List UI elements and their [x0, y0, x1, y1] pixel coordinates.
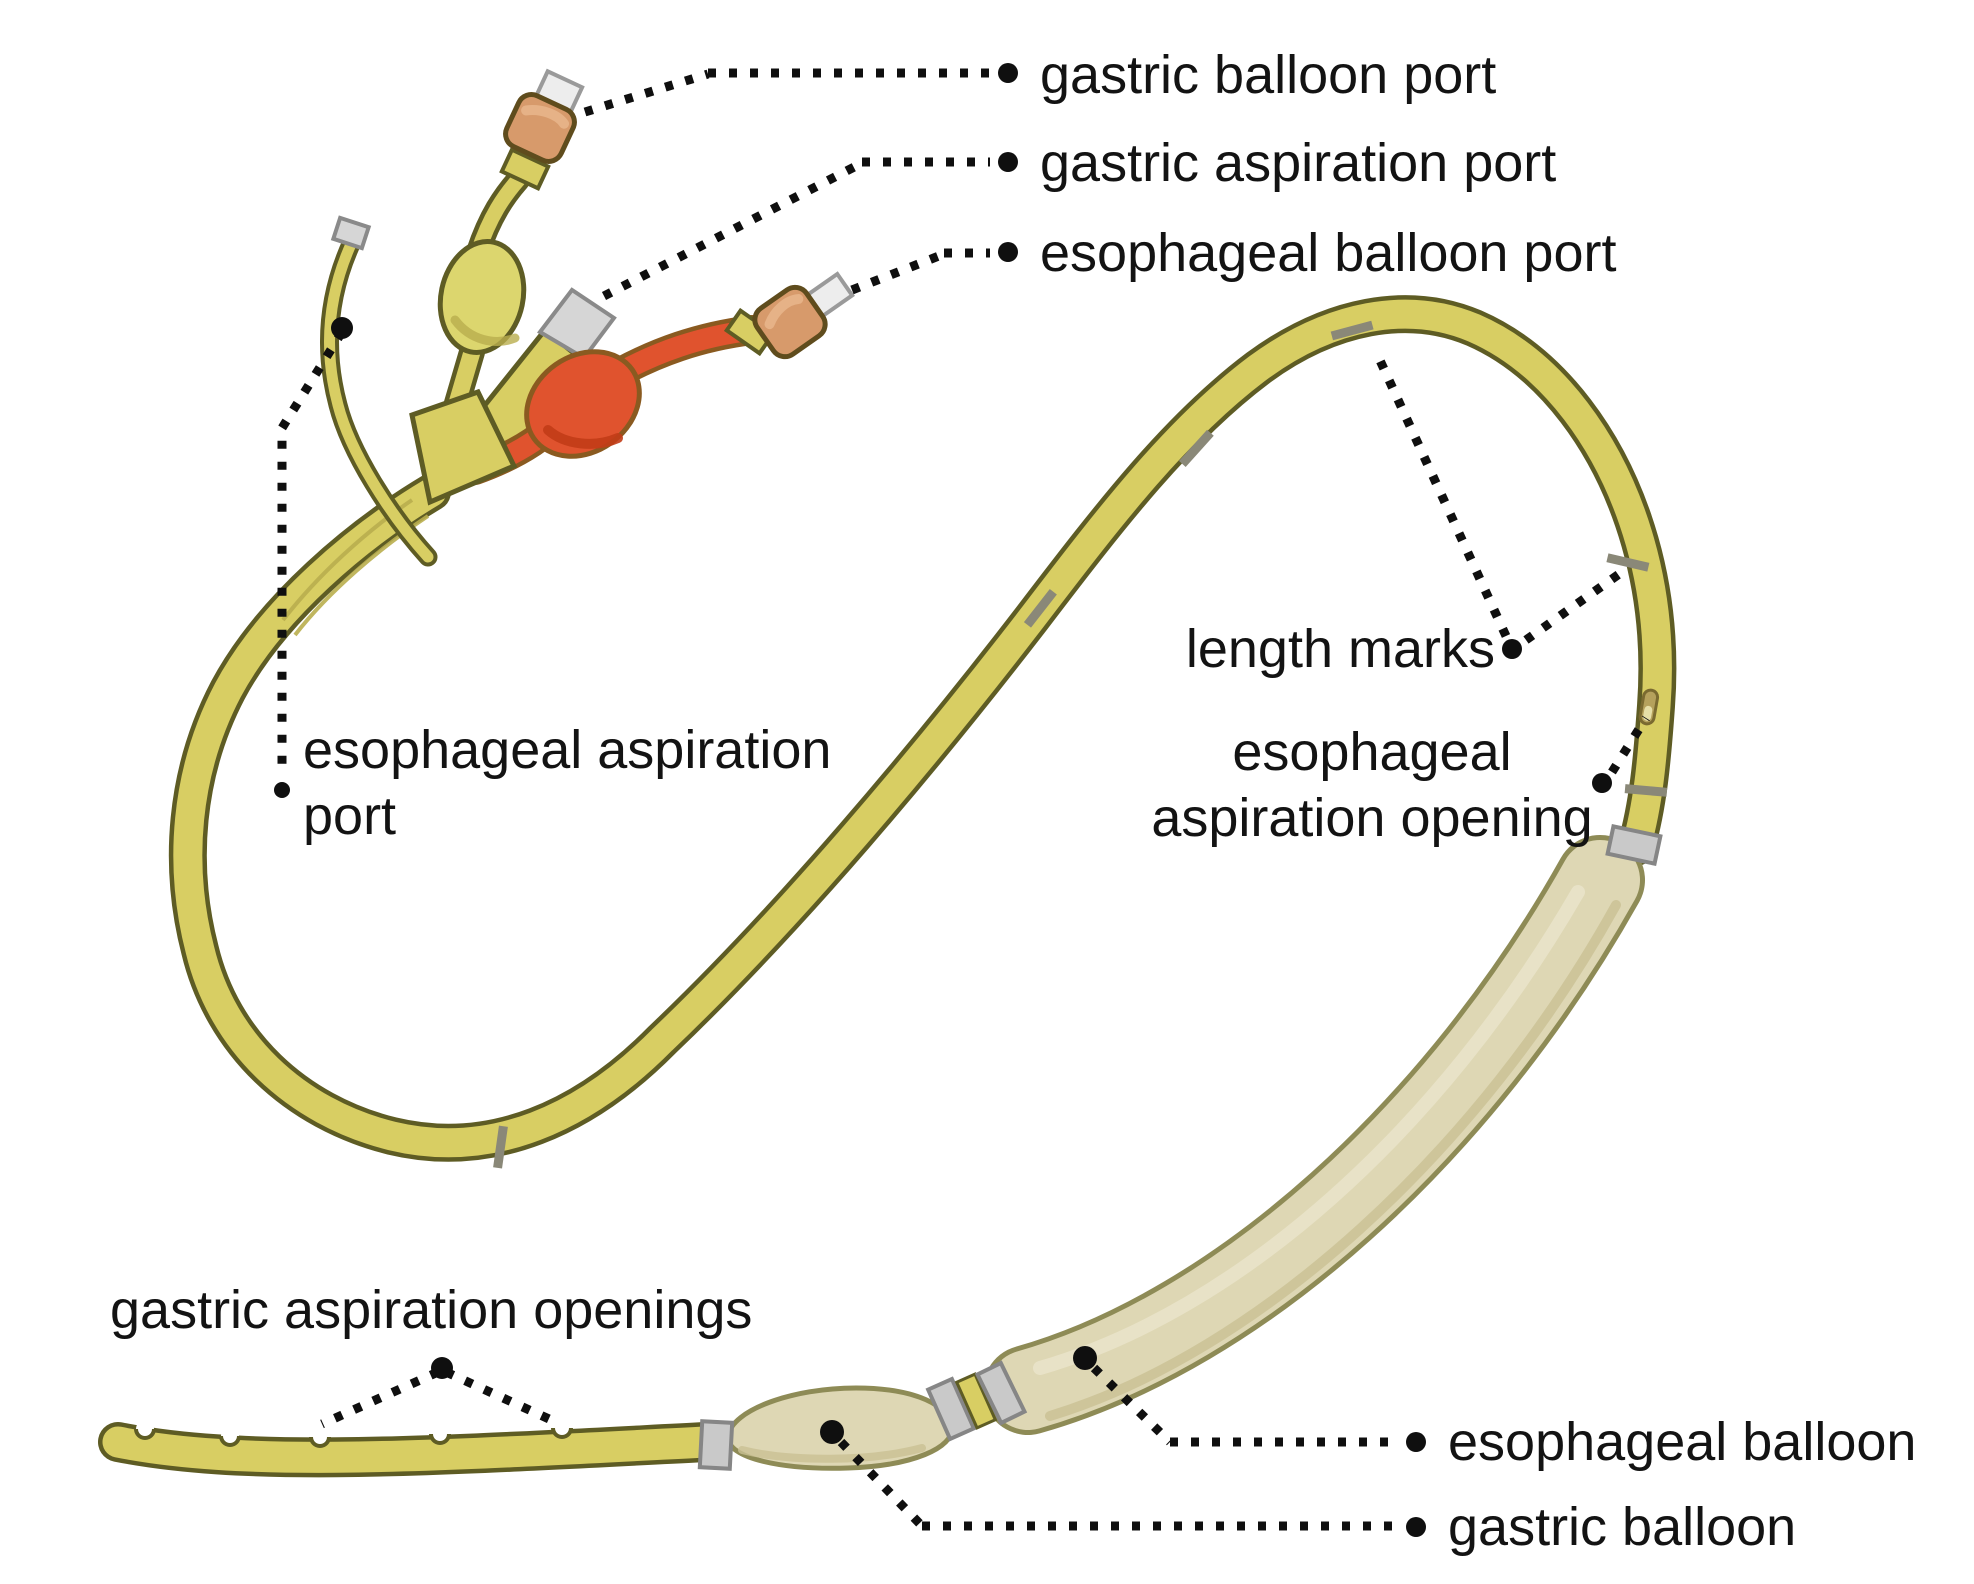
esophageal-balloon-line: [460, 271, 855, 485]
leader-gastric-balloon: [837, 1438, 1398, 1531]
gastric-balloon-line: [437, 68, 585, 423]
length-mark: [493, 1125, 508, 1169]
dot-on-gastric-balloon: [820, 1420, 844, 1444]
label-esophageal-balloon: esophageal balloon: [1448, 1412, 1917, 1472]
esophageal-balloon-shadow: [1045, 900, 1621, 1421]
esophageal-balloon-shape: [983, 835, 1645, 1435]
esophageal-aspiration-branch: [320, 215, 438, 567]
esophageal-balloon-fill: [988, 840, 1640, 1430]
leader-lines: [277, 68, 1650, 1531]
esophageal-aspiration-branch-tip: [330, 215, 372, 251]
esophageal-balloon-highlight: [1033, 885, 1585, 1375]
length-marks-group: [493, 320, 1668, 1169]
label-esophageal-aspiration-port: esophageal aspiration port: [303, 720, 832, 846]
gastric-aspiration-tube: [98, 1419, 726, 1478]
collar-between-balloons-2: [974, 1360, 1028, 1426]
length-mark: [1330, 320, 1374, 341]
leader-gastric-openings-right: [444, 1367, 562, 1429]
length-mark: [1606, 553, 1650, 572]
collar-gastric-tip: [697, 1419, 735, 1471]
collar-between-balloons-1: [925, 1376, 977, 1442]
collars: [697, 823, 1663, 1471]
label-gastric-aspiration-openings: gastric aspiration openings: [110, 1280, 753, 1340]
dot-esophageal-aspiration-opening: [1592, 773, 1612, 793]
esophageal-aspiration-opening-shape: [1638, 688, 1660, 726]
dot-gastric-balloon-port: [998, 63, 1018, 83]
dot-esophageal-aspiration-port-end: [274, 782, 290, 798]
leader-gastric-aspiration-port: [601, 157, 990, 300]
length-mark: [1624, 784, 1668, 797]
dot-gastric-aspiration-port: [998, 152, 1018, 172]
gastric-cap-highlight: [521, 105, 570, 129]
leader-esophageal-balloon-port: [850, 248, 990, 295]
leader-length-marks-right: [1523, 568, 1625, 644]
label-gastric-balloon: gastric balloon: [1448, 1497, 1797, 1557]
length-mark: [1178, 429, 1214, 467]
label-esophageal-balloon-port: esophageal balloon port: [1040, 223, 1617, 283]
esophageal-pilot-bulb-shadow: [543, 425, 623, 449]
dot-gastric-openings-vertex: [431, 1357, 453, 1379]
dot-esophageal-balloon-label: [1406, 1432, 1426, 1452]
esophageal-cap-highlight: [764, 294, 804, 330]
label-gastric-balloon-port: gastric balloon port: [1040, 45, 1497, 105]
gastric-pilot-bulb-shadow: [450, 315, 520, 346]
gastric-balloon-shadow: [738, 1444, 926, 1463]
leader-dots: [274, 63, 1612, 1537]
collar-esophageal-balloon-top: [1605, 823, 1663, 867]
label-length-marks: length marks: [1185, 619, 1495, 679]
length-mark: [1023, 588, 1057, 628]
label-esophageal-aspiration-opening: esophageal aspiration opening: [1151, 722, 1593, 848]
yellow-segment-between-balloons: [954, 1372, 998, 1430]
gastric-aspiration-port-gray-cap: [537, 287, 617, 361]
hub-assembly: [320, 68, 855, 567]
gastric-tube-fill: [102, 1426, 722, 1473]
gastric-port-neck: [499, 147, 551, 191]
leader-gastric-balloon-port: [583, 68, 990, 117]
dot-esophageal-balloon-port: [998, 242, 1018, 262]
esophageal-balloon-port-cap: [752, 284, 828, 360]
leader-gastric-openings-left: [320, 1367, 440, 1429]
dot-gastric-balloon-label: [1406, 1517, 1426, 1537]
gastric-aspiration-openings-notches: [134, 1419, 573, 1448]
main-tube-fill: [173, 299, 1672, 1158]
leader-esophageal-balloon: [1090, 1364, 1398, 1447]
dot-esophageal-aspiration-branch: [331, 317, 353, 339]
dot-on-esophageal-balloon: [1073, 1346, 1097, 1370]
leader-esophageal-aspiration-port: [277, 329, 346, 772]
dot-length-marks: [1502, 639, 1522, 659]
hub-block: [409, 388, 518, 506]
label-gastric-aspiration-port: gastric aspiration port: [1040, 133, 1557, 193]
leader-length-marks-upper: [1373, 354, 1511, 638]
